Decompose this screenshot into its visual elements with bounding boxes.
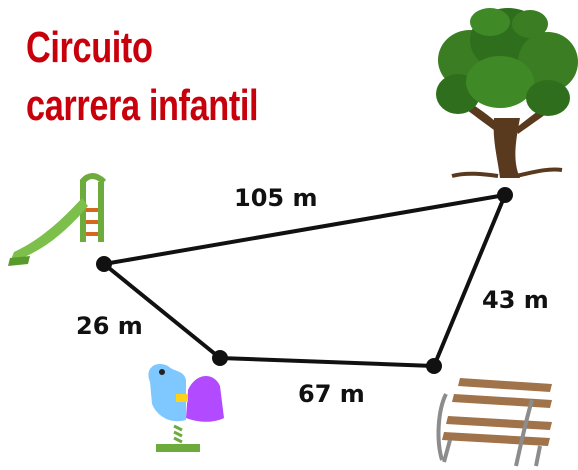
distance-label-slide-tree: 105 m — [234, 184, 318, 212]
distance-label-bench-spring-rider: 67 m — [298, 380, 365, 408]
slide-icon — [8, 173, 107, 266]
title-line-1: Circuito — [26, 23, 153, 72]
distance-label-spring-rider-slide: 26 m — [76, 312, 143, 340]
route-path — [102, 193, 507, 368]
bench-icon — [436, 378, 552, 467]
waypoint-bench — [426, 358, 442, 374]
waypoint-spring-rider — [212, 350, 228, 366]
waypoint-slide — [96, 256, 112, 272]
distance-label-tree-bench: 43 m — [482, 286, 549, 314]
tree-icon — [436, 8, 578, 178]
waypoint-tree — [497, 187, 513, 203]
spring-rider-icon — [148, 363, 224, 452]
title-line-2: carrera infantil — [26, 81, 259, 130]
